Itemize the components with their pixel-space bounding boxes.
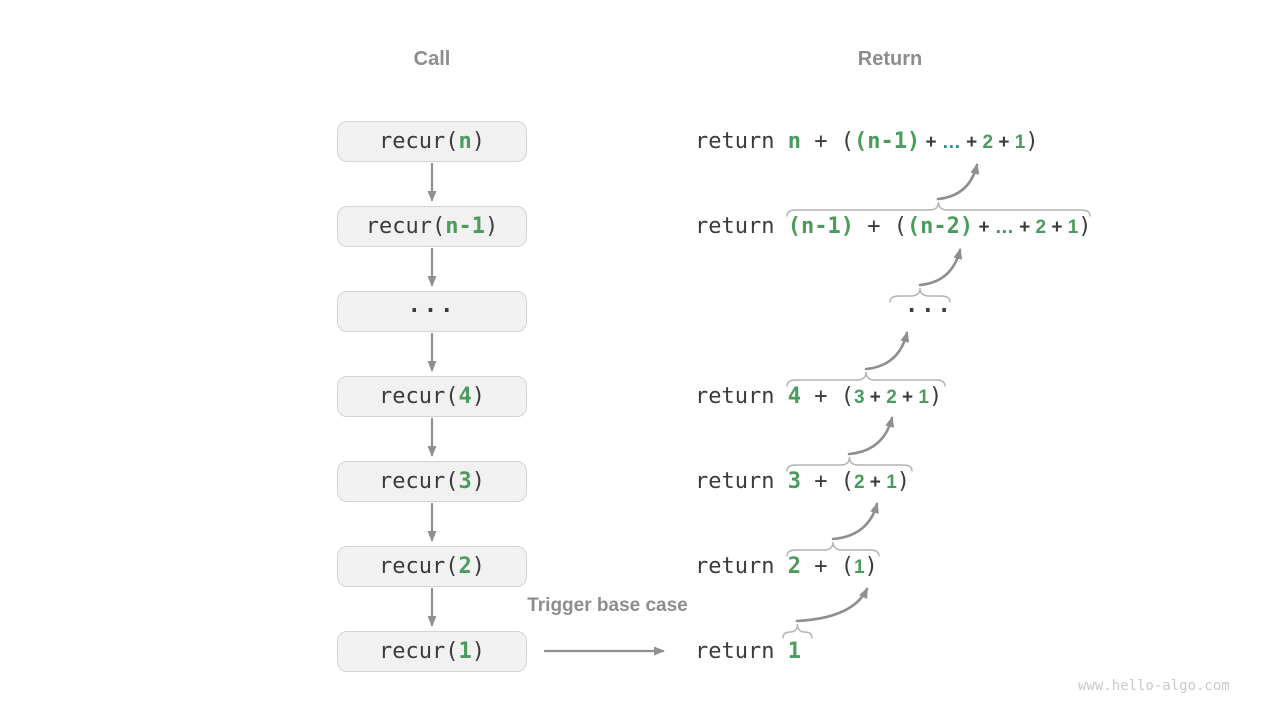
code-token: + (	[800, 554, 854, 579]
return-ellipsis-line: ···	[905, 296, 954, 328]
code-token: )	[471, 554, 485, 579]
code-token: (n-1)	[787, 214, 854, 239]
code-token: 1	[787, 639, 801, 664]
call-box-recur-4: recur(4)	[337, 376, 527, 417]
code-token: 1	[1067, 217, 1079, 238]
code-token: …	[941, 132, 961, 153]
return-1-line: return 1	[695, 636, 801, 668]
code-token: 2	[1035, 217, 1047, 238]
code-token: n	[458, 129, 472, 154]
code-token: recur(	[379, 554, 459, 579]
code-token: +	[993, 132, 1015, 153]
code-token: return	[695, 214, 788, 239]
code-token: +	[896, 387, 919, 408]
call-box-recur-3: recur(3)	[337, 461, 527, 502]
code-token: 1	[886, 472, 897, 493]
return-up-arrow	[936, 163, 980, 201]
code-token: + (	[800, 384, 854, 409]
code-token: recur(	[379, 129, 459, 154]
code-token: return	[695, 129, 788, 154]
return-n-1-line: return (n-1) + ((n-2) + … + 2 + 1)	[695, 211, 1092, 243]
code-token: 1	[1014, 132, 1026, 153]
code-token: +	[973, 217, 995, 238]
code-token: n-1	[445, 214, 485, 239]
code-token: return	[695, 469, 788, 494]
return-up-arrow	[795, 587, 869, 623]
code-token: )	[471, 129, 485, 154]
code-token: recur(	[379, 384, 459, 409]
return-up-arrow	[864, 331, 910, 371]
trigger-base-case-label: Trigger base case	[527, 595, 688, 616]
code-token: …	[994, 217, 1014, 238]
code-token: 2	[886, 387, 897, 408]
return-up-arrow	[918, 248, 963, 287]
call-box-recur-1: recur(1)	[337, 631, 527, 672]
code-token: )	[471, 469, 485, 494]
call-box-recur-n: recur(n)	[337, 121, 527, 162]
code-token: 2	[787, 554, 801, 579]
code-token: 3	[787, 469, 801, 494]
code-token: 2	[853, 472, 865, 493]
code-token: + (	[800, 469, 854, 494]
code-token: 3	[458, 469, 472, 494]
code-token: recur(	[365, 214, 446, 239]
return-3-line: return 3 + (2 + 1)	[695, 466, 910, 498]
code-token: (n-1)	[853, 129, 921, 154]
code-token: ···	[407, 299, 457, 324]
code-token: (n-2)	[906, 214, 974, 239]
code-token: 1	[918, 387, 929, 408]
return-4-line: return 4 + (3 + 2 + 1)	[695, 381, 942, 413]
return-n-line: return n + ((n-1) + … + 2 + 1)	[695, 126, 1039, 158]
call-box-recur-2: recur(2)	[337, 546, 527, 587]
return-up-arrow	[831, 502, 879, 541]
code-token: + (	[800, 129, 854, 154]
code-token: +	[960, 132, 983, 153]
code-token: )	[896, 469, 911, 494]
code-token: 4	[787, 384, 801, 409]
code-token: ···	[905, 299, 954, 324]
code-token: )	[864, 554, 878, 579]
code-token: 3	[853, 387, 865, 408]
code-token: 1	[853, 557, 865, 578]
code-token: return	[695, 384, 788, 409]
code-token: n	[787, 129, 801, 154]
watermark-text: www.hello-algo.com	[1078, 678, 1230, 694]
code-token: )	[484, 214, 499, 239]
column-header-return: Return	[857, 48, 923, 70]
code-token: return	[695, 639, 788, 664]
code-token: +	[1046, 217, 1068, 238]
code-token: 4	[458, 384, 472, 409]
code-token: +	[920, 132, 942, 153]
code-token: recur(	[379, 639, 459, 664]
return-2-line: return 2 + (1)	[695, 551, 878, 583]
code-token: +	[864, 472, 887, 493]
code-token: 2	[458, 554, 472, 579]
code-token: )	[1078, 214, 1092, 239]
call-box-recur-n-1: recur(n-1)	[337, 206, 527, 247]
code-token: recur(	[379, 469, 459, 494]
code-token: return	[695, 554, 788, 579]
code-token: 2	[982, 132, 994, 153]
code-token: + (	[853, 214, 907, 239]
code-token: +	[1013, 217, 1036, 238]
code-token: )	[929, 384, 943, 409]
code-token: 1	[458, 639, 472, 664]
code-token: +	[864, 387, 887, 408]
code-token: )	[1025, 129, 1039, 154]
code-token: )	[471, 384, 485, 409]
call-box-ellipsis: ···	[337, 291, 527, 332]
code-token: )	[471, 639, 485, 664]
column-header-call: Call	[413, 48, 451, 70]
return-up-arrow	[847, 416, 895, 456]
